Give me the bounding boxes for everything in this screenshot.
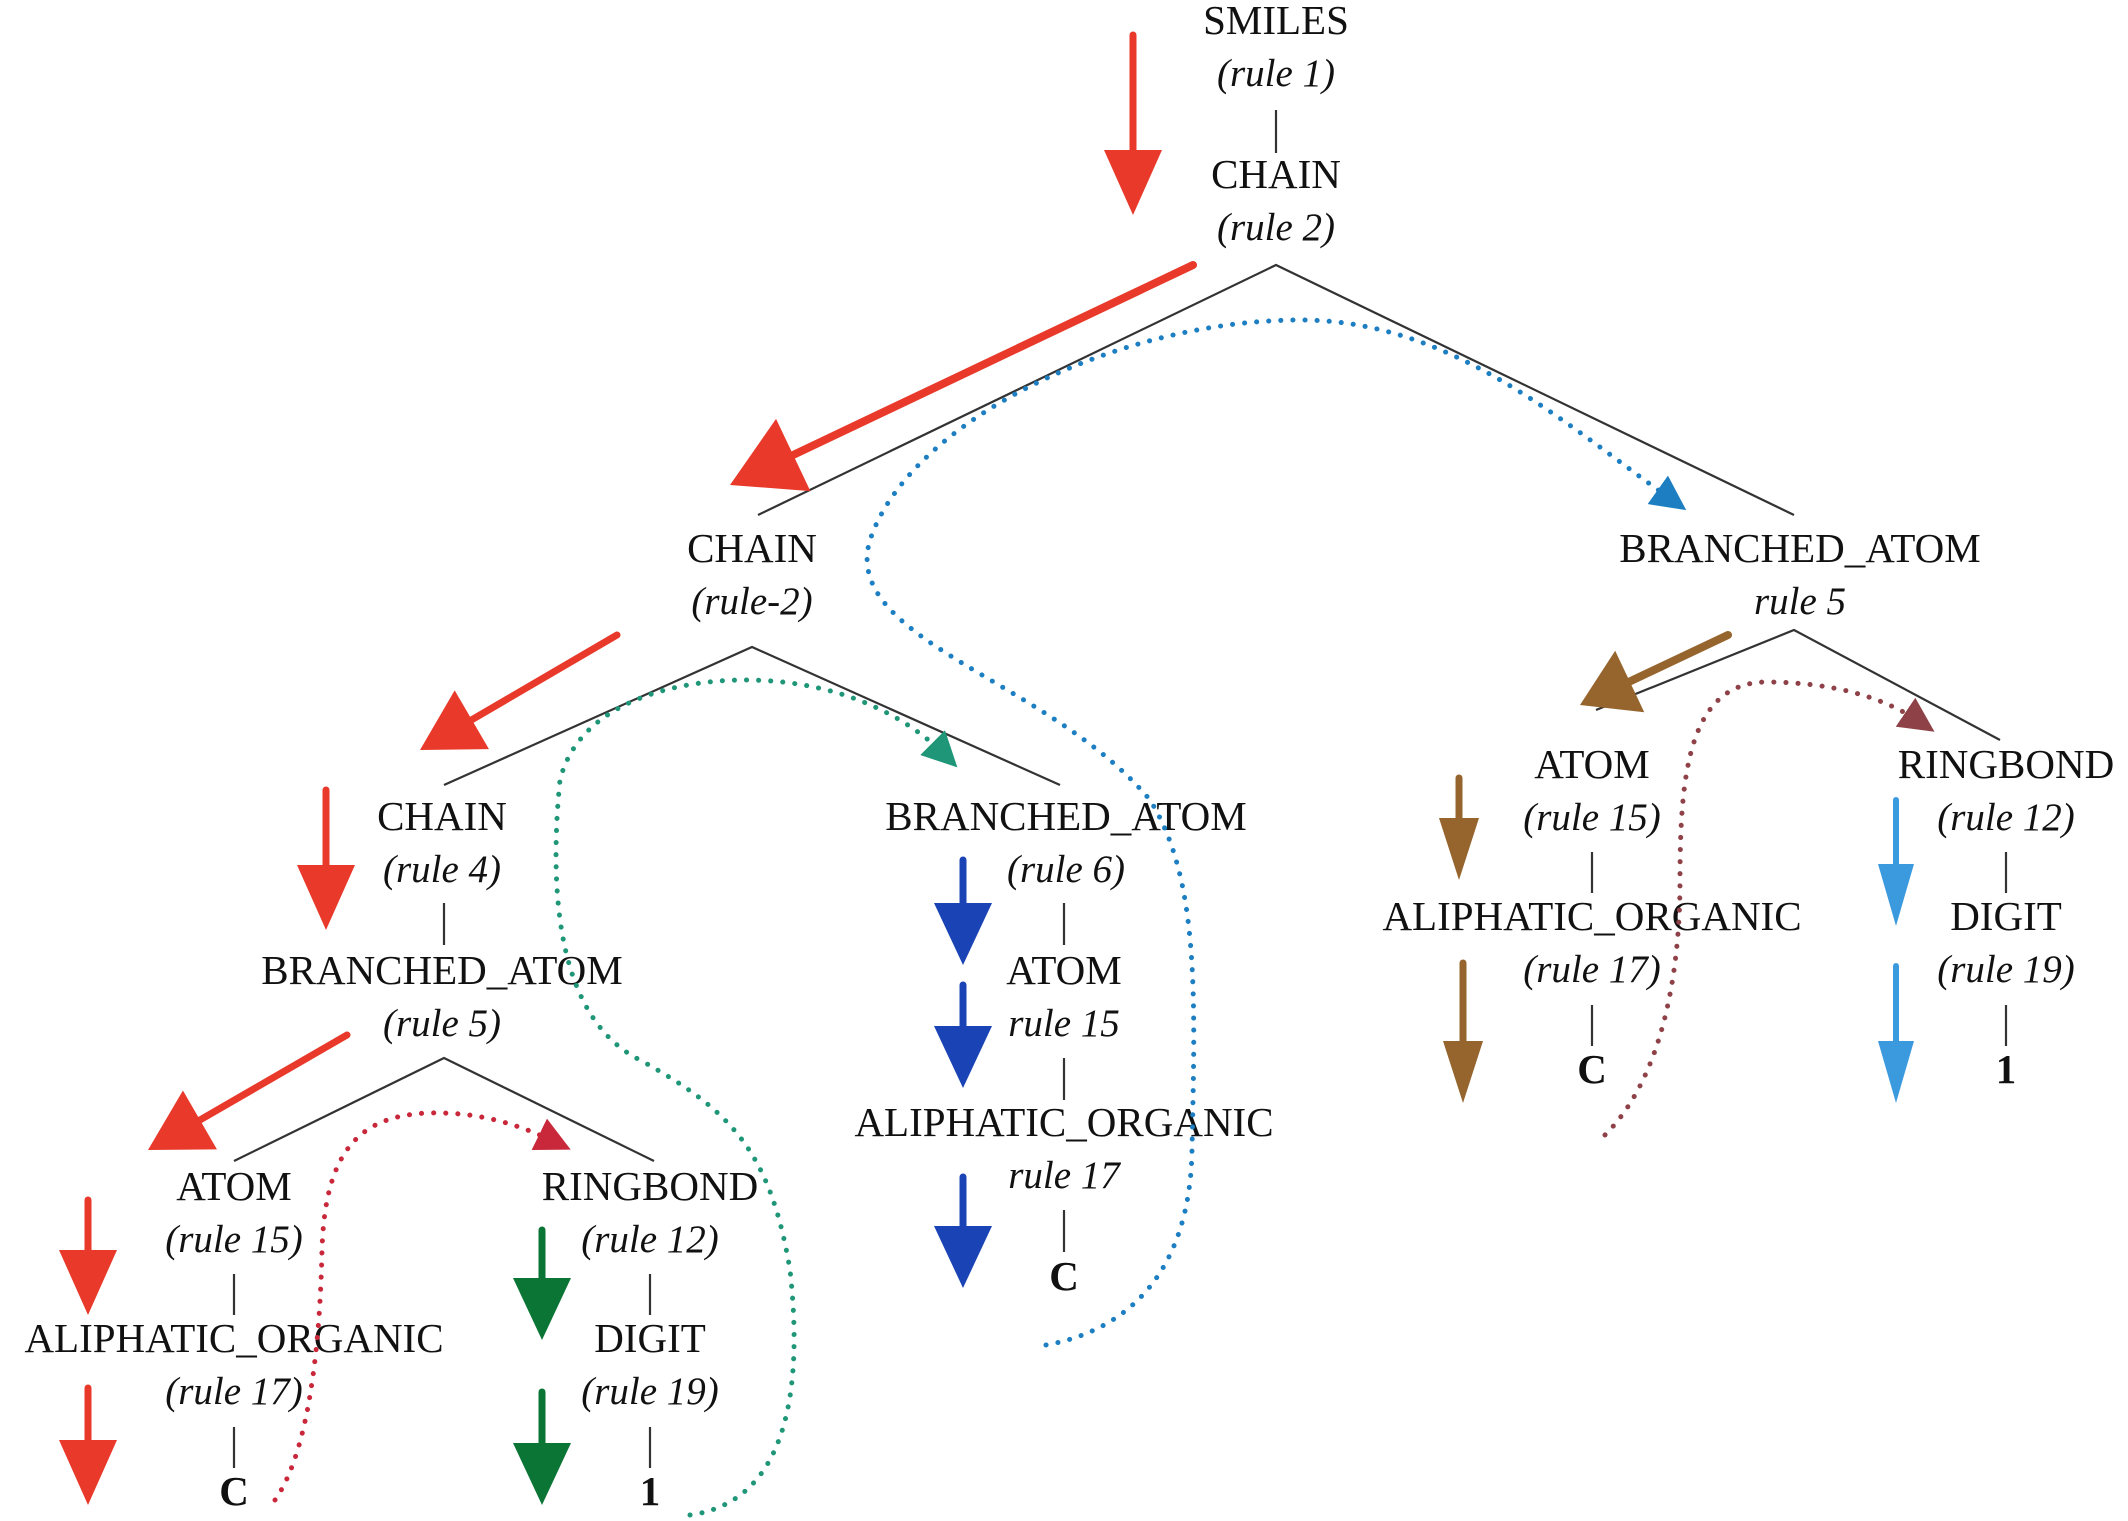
traversal-arrow-brown-14 [1439,774,1479,880]
node-atom-a-rule: (rule 15) [165,1218,303,1261]
node-digit-c-rule: (rule 19) [1937,948,2075,991]
node-chain-root-rule: (rule 2) [1217,206,1335,249]
arrow-head-icon [1443,1041,1483,1103]
arrow-head-icon [513,1443,571,1505]
node-smiles-label: SMILES [1203,0,1349,43]
arrow-head-icon [1439,818,1479,880]
node-chain-root-label: CHAIN [1211,151,1341,197]
arrow-shaft [466,631,621,725]
arrow-head-icon [1580,650,1645,713]
dotted-return-arrows [272,317,1935,1518]
arrow-head-icon [934,903,992,965]
node-digit-c-label: DIGIT [1950,893,2062,939]
node-aliph-b-rule: rule 17 [1008,1154,1121,1197]
tree-edges [232,110,2008,1468]
traversal-arrow-red-1 [1104,31,1162,215]
node-atom-c-rule: (rule 15) [1523,796,1661,839]
arrow-shaft [1623,631,1732,687]
node-aliph-c-rule: (rule 17) [1523,948,1661,991]
node-chain-l-label: CHAIN [687,525,817,571]
dotted-arrow-maroon [1602,679,1935,1138]
arrow-head-icon [1878,1041,1914,1103]
node-smiles-rule: (rule 1) [1217,52,1335,95]
traversal-arrow-light-blue-16 [1878,797,1914,926]
traversal-arrow-blue-12 [934,1173,992,1288]
node-chain-ll-rule: (rule 4) [383,848,501,891]
dotted-arrow-blue [864,317,1687,1348]
arrow-head-icon [513,1278,571,1340]
node-chain-l-rule: (rule-2) [691,580,812,623]
arrow-shaft [787,261,1197,460]
solid-traversal-arrows [59,31,1914,1505]
node-aliph-c-label: ALIPHATIC_ORGANIC [1382,893,1801,939]
traversal-arrow-green-8 [513,1226,571,1340]
edge-chain-root-children [757,263,1795,516]
dotted-arrow-teal [553,677,958,1518]
arrow-head-icon [1104,150,1162,215]
node-leaf-e: 1 [1996,1046,2017,1092]
arrow-head-icon [730,418,811,492]
traversal-arrow-brown-15 [1443,959,1483,1103]
arrow-head-icon [59,1440,117,1505]
traversal-arrow-green-9 [513,1388,571,1505]
edge-chain-l-children [443,645,1061,787]
tree-nodes: SMILES (rule 1) CHAIN (rule 2) CHAIN (ru… [24,0,2114,1514]
node-branched-r-label: BRANCHED_ATOM [1619,525,1980,571]
traversal-arrow-red-4 [297,786,355,930]
traversal-arrow-red-6 [59,1196,117,1315]
edge-branched-lll-children [233,1056,655,1162]
node-branched-lll-label: BRANCHED_ATOM [261,947,622,993]
node-aliph-a-label: ALIPHATIC_ORGANIC [24,1315,443,1361]
node-atom-a-label: ATOM [176,1163,291,1209]
traversal-arrow-red-2 [730,261,1197,492]
traversal-arrow-brown-13 [1580,631,1732,713]
arrow-head-icon [420,690,489,750]
node-branched-lr-rule: (rule 6) [1007,848,1125,891]
node-leaf-c: C [1049,1253,1079,1299]
traversal-arrow-red-5 [148,1031,351,1150]
node-aliph-b-label: ALIPHATIC_ORGANIC [854,1099,1273,1145]
traversal-arrow-blue-10 [934,856,992,965]
node-atom-c-label: ATOM [1534,741,1649,787]
arrow-head-icon [148,1090,217,1150]
node-atom-b-label: ATOM [1006,947,1121,993]
node-ringbond-a-label: RINGBOND [542,1163,758,1209]
traversal-arrow-light-blue-17 [1878,963,1914,1103]
node-ringbond-c-rule: (rule 12) [1937,796,2075,839]
node-branched-r-rule: rule 5 [1754,580,1846,623]
node-leaf-d: C [1577,1046,1607,1092]
arrow-head-icon [297,865,355,930]
node-aliph-a-rule: (rule 17) [165,1370,303,1413]
node-chain-ll-label: CHAIN [377,793,507,839]
node-ringbond-c-label: RINGBOND [1898,741,2114,787]
arrow-head-icon [934,1226,992,1288]
traversal-arrow-red-3 [420,631,621,750]
node-branched-lr-label: BRANCHED_ATOM [885,793,1246,839]
traversal-arrow-blue-11 [934,981,992,1088]
node-digit-a-label: DIGIT [594,1315,706,1361]
node-leaf-a: C [219,1468,249,1514]
node-digit-a-rule: (rule 19) [581,1370,719,1413]
node-atom-b-rule: rule 15 [1008,1002,1120,1045]
arrow-head-icon [59,1250,117,1315]
node-branched-lll-rule: (rule 5) [383,1002,501,1045]
node-ringbond-a-rule: (rule 12) [581,1218,719,1261]
traversal-arrow-red-7 [59,1384,117,1505]
node-leaf-b: 1 [640,1468,661,1514]
arrow-shaft [194,1031,351,1125]
arrow-head-icon [1878,864,1914,926]
arrow-head-icon [934,1026,992,1088]
dotted-arrow-crimson [272,1110,571,1503]
